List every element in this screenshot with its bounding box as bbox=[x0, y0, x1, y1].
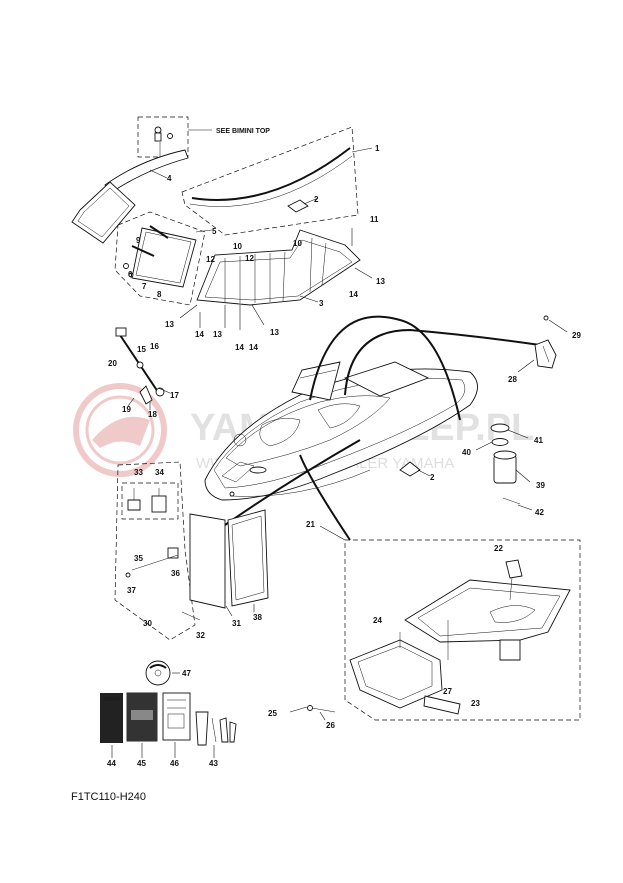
callout-29: 29 bbox=[572, 331, 581, 340]
callout-39: 39 bbox=[536, 481, 545, 490]
callout-30: 30 bbox=[143, 619, 152, 628]
callout-18: 18 bbox=[148, 410, 157, 419]
curtain-panel bbox=[179, 228, 373, 330]
callout-41: 41 bbox=[534, 436, 543, 445]
callout-13: 13 bbox=[213, 330, 222, 339]
callout-16: 16 bbox=[150, 342, 159, 351]
side-window-assembly bbox=[114, 211, 213, 306]
cable-routing bbox=[224, 315, 541, 541]
callout-13: 13 bbox=[376, 277, 385, 286]
callout-10: 10 bbox=[233, 242, 242, 251]
boat-hull bbox=[204, 361, 478, 501]
callout-44: 44 bbox=[107, 759, 116, 768]
callout-37: 37 bbox=[127, 586, 136, 595]
watermark-logo bbox=[73, 383, 167, 477]
callout-22: 22 bbox=[494, 544, 503, 553]
callout-17: 17 bbox=[170, 391, 179, 400]
callout-2: 2 bbox=[430, 473, 435, 482]
cover-part bbox=[181, 126, 373, 236]
callout-33: 33 bbox=[134, 468, 143, 477]
callout-40: 40 bbox=[462, 448, 471, 457]
callout-34: 34 bbox=[155, 468, 164, 477]
callout-31: 31 bbox=[232, 619, 241, 628]
callout-4: 4 bbox=[167, 174, 172, 183]
callout-23: 23 bbox=[471, 699, 480, 708]
callout-26: 26 bbox=[326, 721, 335, 730]
callout-13: 13 bbox=[270, 328, 279, 337]
callout-5: 5 bbox=[212, 227, 217, 236]
callout-47: 47 bbox=[182, 669, 191, 678]
see-bimini-top-label: SEE BIMINI TOP bbox=[216, 128, 270, 135]
callout-9: 9 bbox=[136, 236, 141, 245]
door-assembly bbox=[114, 461, 269, 641]
callout-42: 42 bbox=[535, 508, 544, 517]
callout-12: 12 bbox=[245, 254, 254, 263]
callout-28: 28 bbox=[508, 375, 517, 384]
callout-36: 36 bbox=[171, 569, 180, 578]
callout-32: 32 bbox=[196, 631, 205, 640]
callout-14: 14 bbox=[235, 343, 244, 352]
callout-14: 14 bbox=[349, 290, 358, 299]
callout-27: 27 bbox=[443, 687, 452, 696]
callout-21: 21 bbox=[306, 520, 315, 529]
callout-1: 1 bbox=[375, 144, 380, 153]
callout-46: 46 bbox=[170, 759, 179, 768]
windshield-frame bbox=[71, 149, 189, 244]
callout-43: 43 bbox=[209, 759, 218, 768]
callout-6: 6 bbox=[128, 270, 133, 279]
callout-15: 15 bbox=[137, 345, 146, 354]
support-strut bbox=[115, 327, 171, 410]
callout-3: 3 bbox=[319, 299, 324, 308]
bimini-reference-box: SEE BIMINI TOP bbox=[137, 116, 270, 158]
callout-20: 20 bbox=[108, 359, 117, 368]
documentation-kit bbox=[100, 660, 237, 758]
callout-labels: 1 2 2 3 4 5 6 7 8 9 10 10 11 12 12 13 13… bbox=[107, 144, 581, 768]
callout-10: 10 bbox=[293, 239, 302, 248]
callout-11: 11 bbox=[370, 215, 379, 224]
callout-14: 14 bbox=[195, 330, 204, 339]
callout-19: 19 bbox=[122, 405, 131, 414]
table-pedestal-parts bbox=[475, 315, 568, 511]
callout-25: 25 bbox=[268, 709, 277, 718]
callout-13: 13 bbox=[165, 320, 174, 329]
table-assembly bbox=[289, 525, 581, 721]
callout-7: 7 bbox=[142, 282, 147, 291]
callout-2: 2 bbox=[314, 195, 319, 204]
callout-38: 38 bbox=[253, 613, 262, 622]
callout-14: 14 bbox=[249, 343, 258, 352]
callout-8: 8 bbox=[157, 290, 162, 299]
callout-12: 12 bbox=[206, 255, 215, 264]
figure-code: F1TC110-H240 bbox=[71, 791, 146, 803]
callout-24: 24 bbox=[373, 616, 382, 625]
callout-45: 45 bbox=[137, 759, 146, 768]
callout-35: 35 bbox=[134, 554, 143, 563]
